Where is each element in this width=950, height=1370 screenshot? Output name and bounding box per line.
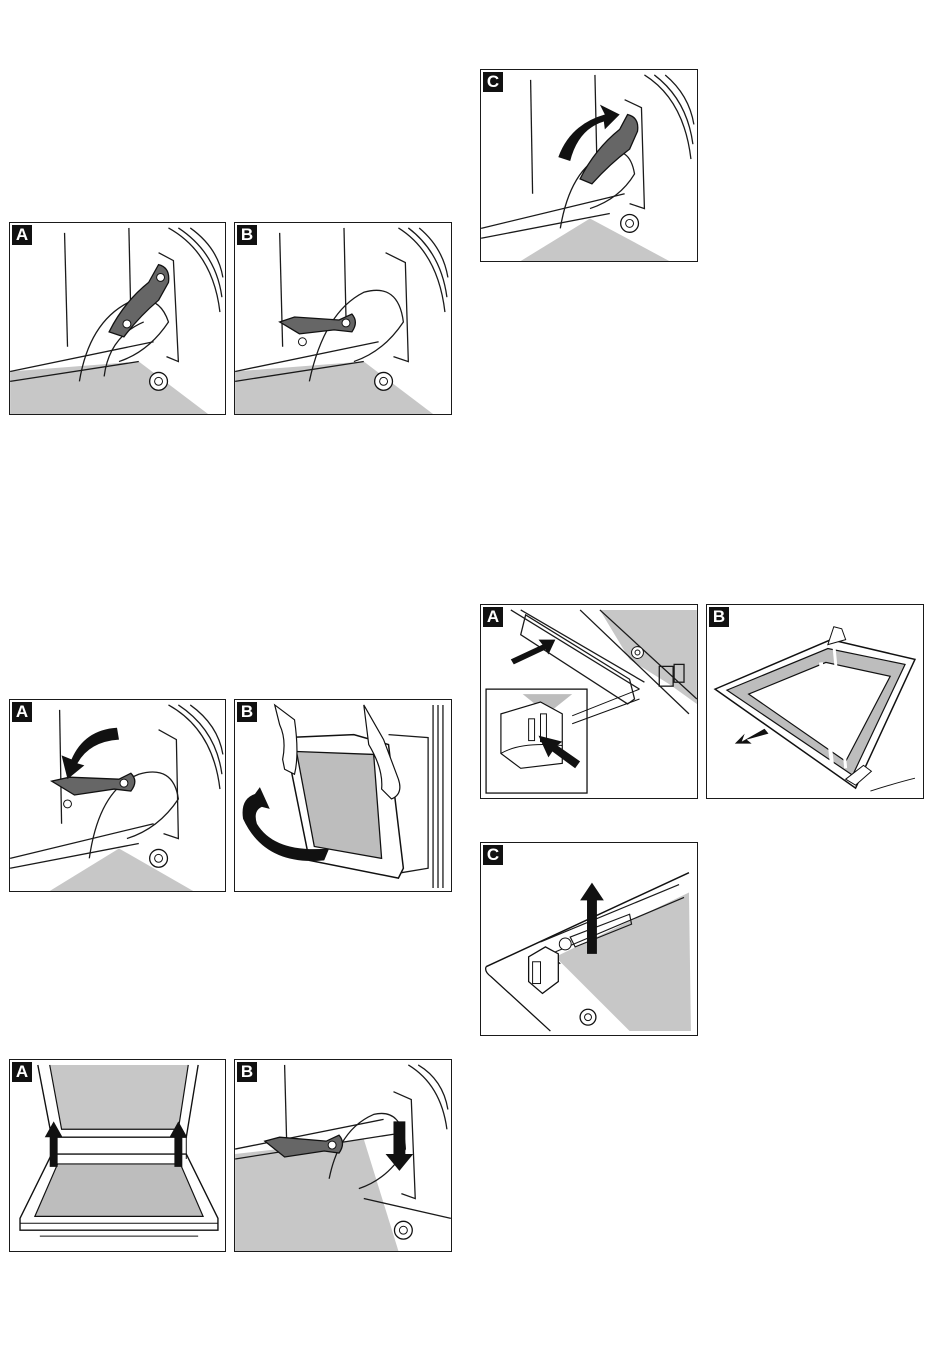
figure-label: A	[12, 702, 32, 722]
figure-glass-lift: C	[480, 842, 698, 1036]
figure-label: B	[237, 702, 257, 722]
figure-label: A	[12, 1062, 32, 1082]
figure-label: A	[483, 607, 503, 627]
figure-label: C	[483, 72, 503, 92]
hinge-illustration	[10, 223, 225, 414]
door-illustration	[235, 700, 451, 891]
figure-hinge-lever-out: B	[234, 222, 452, 415]
figure-glass-pull: B	[706, 604, 924, 799]
figure-door-lift: B	[234, 699, 452, 892]
figure-label: C	[483, 845, 503, 865]
hinge-illustration	[481, 70, 697, 261]
figure-clip-release: A	[480, 604, 698, 799]
figure-label: B	[237, 225, 257, 245]
hinge-illustration	[235, 1060, 451, 1251]
clip-illustration	[481, 605, 697, 798]
figure-label: B	[237, 1062, 257, 1082]
glass-illustration	[481, 843, 697, 1035]
figure-label: B	[709, 607, 729, 627]
figure-lever-fold: A	[9, 699, 226, 892]
figure-door-fit: A	[9, 1059, 226, 1252]
glass-illustration	[707, 605, 923, 798]
hinge-illustration	[10, 700, 225, 891]
figure-label: A	[12, 225, 32, 245]
hinge-illustration	[235, 223, 451, 414]
door-illustration	[10, 1060, 225, 1251]
figure-hinge-close: C	[480, 69, 698, 262]
figure-hinge-open: A	[9, 222, 226, 415]
figure-hinge-lock: B	[234, 1059, 452, 1252]
